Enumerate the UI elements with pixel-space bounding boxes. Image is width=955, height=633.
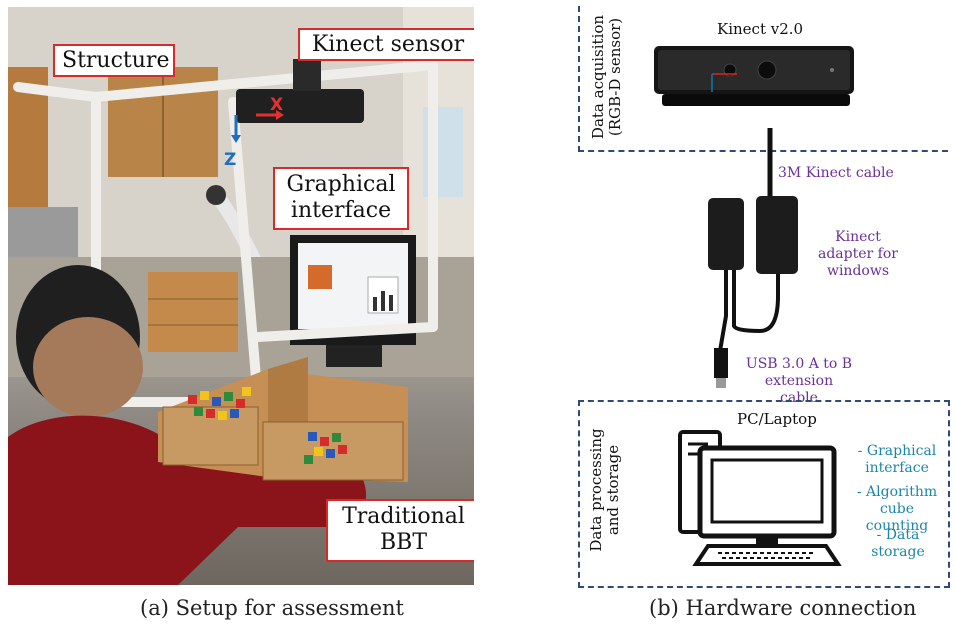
kinect-device bbox=[654, 46, 854, 106]
kinect-sensor-callout: Kinect sensor bbox=[298, 28, 474, 62]
pc-title: PC/Laptop bbox=[737, 410, 817, 428]
adapter-label: Kinect adapter for windows bbox=[818, 229, 898, 279]
graphical-interface-callout: Graphical interface bbox=[273, 167, 409, 230]
structure-callout: Structure bbox=[53, 44, 175, 78]
processing-label: Data processing and storage bbox=[587, 420, 623, 560]
cable-adapter-illustration bbox=[708, 128, 798, 388]
processing-label-text: Data processing and storage bbox=[587, 428, 623, 552]
usb-label: USB 3.0 A to B extension cable bbox=[745, 356, 853, 406]
z-axis-label: Z bbox=[224, 150, 237, 170]
pc-laptop-icon bbox=[678, 430, 842, 566]
caption-b: (b) Hardware connection bbox=[649, 596, 917, 620]
caption-a: (a) Setup for assessment bbox=[140, 596, 404, 620]
feature-graphical-interface: - Graphical interface bbox=[857, 443, 937, 476]
feature-data-storage: - Data storage bbox=[871, 527, 925, 560]
traditional-bbt-callout: Traditional BBT bbox=[326, 499, 474, 562]
kinect-title: Kinect v2.0 bbox=[717, 20, 804, 38]
feature-cube-counting: - Algorithm cube counting bbox=[856, 484, 938, 534]
acquisition-box bbox=[578, 6, 948, 152]
processing-box bbox=[578, 400, 950, 588]
acquisition-label: Data acquisition (RGB-D sensor) bbox=[589, 6, 625, 148]
cable-label: 3M Kinect cable bbox=[778, 165, 894, 181]
x-axis-label: X bbox=[270, 95, 284, 115]
acquisition-label-text: Data acquisition (RGB-D sensor) bbox=[589, 14, 625, 140]
setup-photo: X Z Structure Kinect sensor Graphical in… bbox=[8, 7, 474, 585]
